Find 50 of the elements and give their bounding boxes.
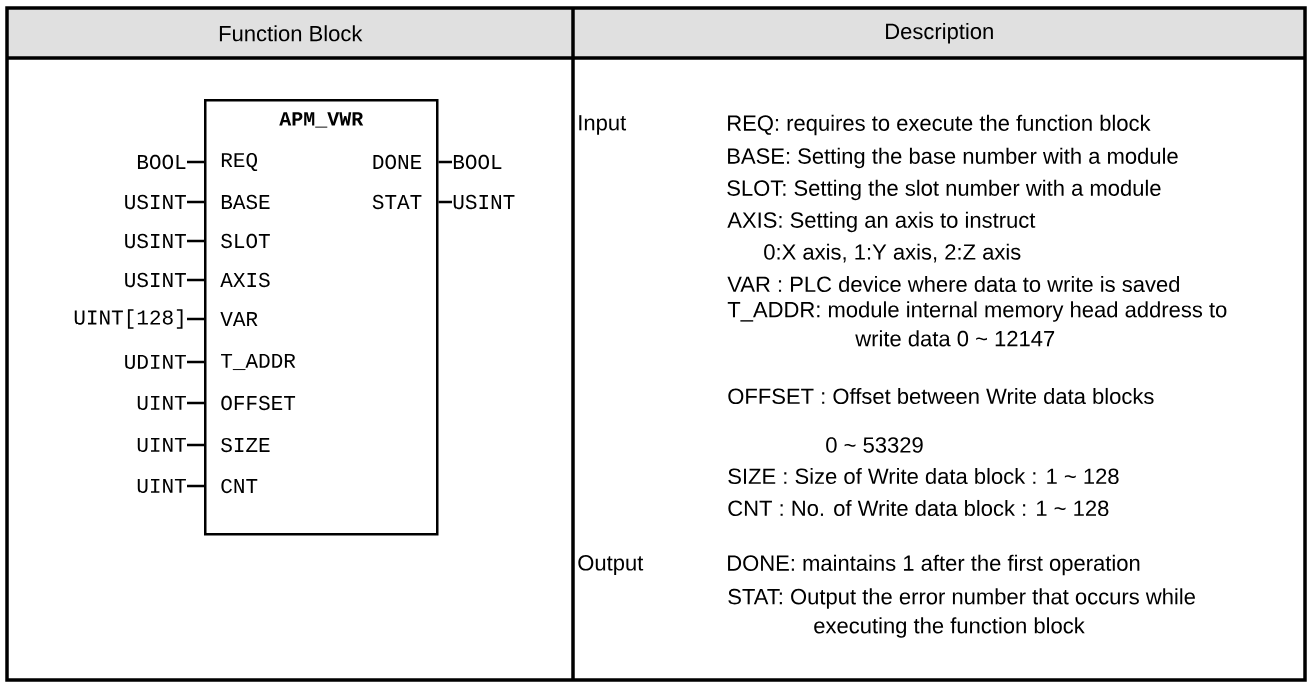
- description-text: 0 ~ 53329: [826, 437, 923, 453]
- description-text: 0:X axis, 1:Y axis, 2:Z axis: [764, 243, 1021, 263]
- pin-label: DONE: [373, 154, 422, 170]
- description-text: CNT : No. of Write data block : 1 ~ 128: [728, 499, 1109, 517]
- description-text: VAR : PLC device where data to write is saved: [727, 275, 1180, 293]
- pin-label: REQ: [221, 153, 258, 171]
- type-label: UINT: [137, 396, 186, 411]
- connection-line: [438, 160, 452, 164]
- pin-label: SIZE: [221, 437, 270, 453]
- description-text: SLOT: Setting the slot number with a module: [727, 179, 1161, 201]
- pin-label: STAT: [372, 194, 422, 210]
- type-label: USINT: [125, 233, 186, 249]
- connection-line: [187, 484, 204, 488]
- type-label: UINT[128]: [74, 309, 183, 329]
- description-text: BASE: Setting the base number with a module: [728, 147, 1178, 169]
- type-label: USINT: [125, 194, 186, 210]
- description-text: AXIS: Setting an axis to instruct: [727, 211, 1036, 233]
- type-label: UINT: [137, 479, 186, 494]
- pin-label: OFFSET: [221, 395, 296, 411]
- connection-line: [438, 200, 452, 204]
- pin-label: VAR: [220, 312, 258, 326]
- type-label: USINT: [125, 272, 186, 288]
- header-cell: Function Block: [8, 9, 573, 58]
- connection-line: [187, 317, 204, 321]
- section-label: Input: [579, 115, 627, 135]
- connection-line: [187, 360, 204, 364]
- description-text: T_ADDR: module internal memory head address to write data 0 ~ 12147: [727, 301, 1227, 347]
- connection-line: [187, 239, 204, 243]
- pin-label: SLOT: [221, 233, 270, 249]
- type-label: BOOL: [138, 154, 186, 170]
- type-label: UDINT: [125, 355, 186, 370]
- pin-label: BASE: [221, 194, 270, 210]
- connection-line: [187, 443, 204, 447]
- description-text: OFFSET : Offset between Write data blocks: [728, 387, 1154, 405]
- pin-label: T_ADDR: [221, 353, 296, 371]
- connection-line: [187, 160, 204, 164]
- pin-label: AXIS: [220, 272, 270, 288]
- connection-line: [187, 278, 204, 282]
- type-label: BOOL: [453, 154, 502, 170]
- connection-line: [187, 200, 204, 204]
- description-text: STAT: Output the error number that occurs while executing the function block: [728, 588, 1195, 638]
- header-cell: Description: [574, 9, 1305, 58]
- description-text: DONE: maintains 1 after the first operation: [728, 554, 1140, 576]
- type-label: UINT: [137, 438, 186, 453]
- description-text: REQ: requires to execute the function block: [728, 114, 1151, 136]
- pin-label: CNT: [221, 478, 258, 494]
- description-text: SIZE : Size of Write data block : 1 ~ 128: [728, 467, 1119, 485]
- type-label: USINT: [453, 194, 515, 210]
- connection-line: [187, 401, 204, 405]
- section-label: Output: [578, 555, 644, 575]
